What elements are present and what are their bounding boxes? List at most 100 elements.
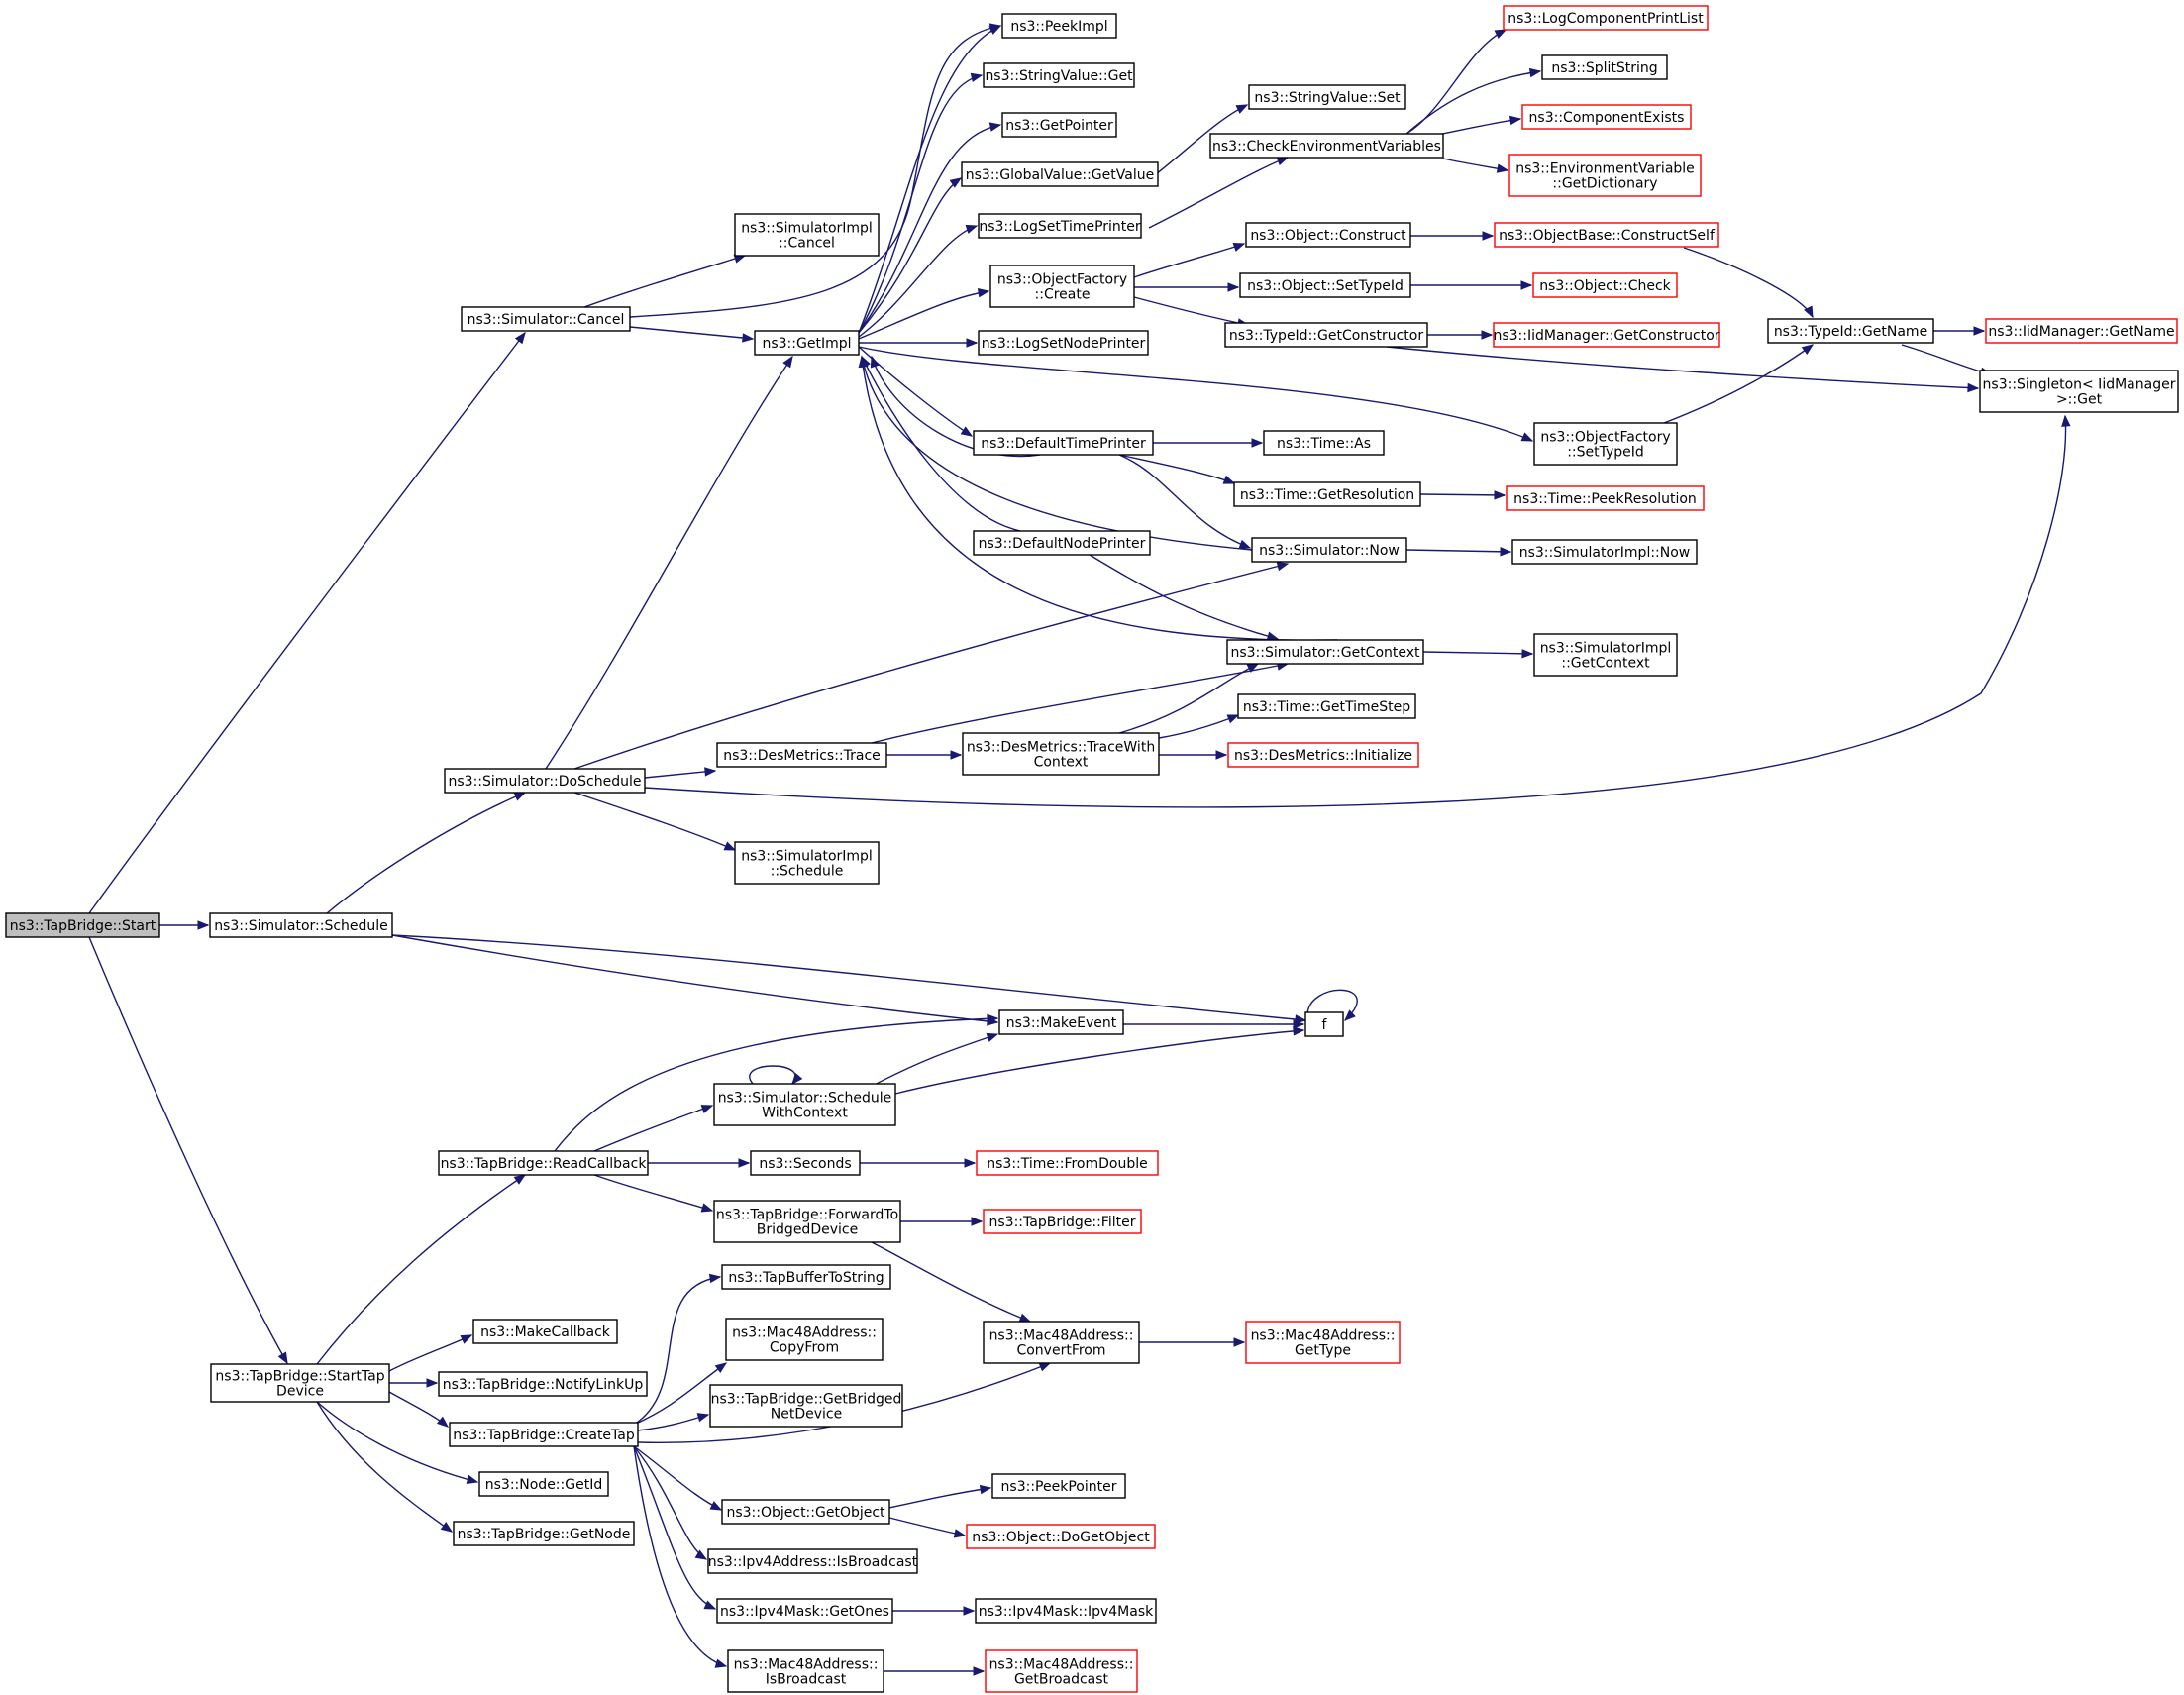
node-deftimeprinter[interactable]: ns3::DefaultTimePrinter xyxy=(973,430,1154,456)
node-typeid-getname[interactable]: ns3::TypeId::GetName xyxy=(1767,318,1934,344)
node-envvar-getdict[interactable]: ns3::EnvironmentVariable::GetDictionary xyxy=(1508,154,1702,197)
node-objbase-cself[interactable]: ns3::ObjectBase::ConstructSelf xyxy=(1494,222,1719,248)
node-label: ns3::MakeEvent xyxy=(1006,1015,1117,1031)
node-box xyxy=(721,1499,890,1525)
node-simimpl-getctx[interactable]: ns3::SimulatorImpl::GetContext xyxy=(1533,633,1678,677)
node-iid-getctor[interactable]: ns3::IidManager::GetConstructor xyxy=(1493,322,1720,348)
node-label: >::Get xyxy=(2056,392,2103,408)
edge-to-tb_getnode xyxy=(316,1401,453,1533)
node-time-getres[interactable]: ns3::Time::GetResolution xyxy=(1233,481,1421,507)
node-ipv4mask-ones[interactable]: ns3::Ipv4Mask::GetOnes xyxy=(716,1598,893,1624)
node-seconds[interactable]: ns3::Seconds xyxy=(750,1150,861,1176)
node-makeevent[interactable]: ns3::MakeEvent xyxy=(998,1009,1124,1035)
node-obj-settypeid[interactable]: ns3::Object::SetTypeId xyxy=(1239,272,1411,298)
node-getpointer[interactable]: ns3::GetPointer xyxy=(1001,112,1117,138)
node-logsettime[interactable]: ns3::LogSetTimePrinter xyxy=(978,213,1142,239)
node-objfac-create[interactable]: ns3::ObjectFactory::Create xyxy=(989,265,1135,308)
node-strval-set[interactable]: ns3::StringValue::Set xyxy=(1248,84,1406,110)
node-mac-isbcast[interactable]: ns3::Mac48Address::IsBroadcast xyxy=(727,1649,884,1693)
node-sim-getctx[interactable]: ns3::Simulator::GetContext xyxy=(1226,639,1424,665)
node-label: ns3::SplitString xyxy=(1551,60,1657,76)
node-time-fromdbl[interactable]: ns3::Time::FromDouble xyxy=(976,1150,1159,1176)
node-time-as[interactable]: ns3::Time::As xyxy=(1263,430,1385,456)
node-peekpointer[interactable]: ns3::PeekPointer xyxy=(991,1473,1126,1499)
node-mac-convfrom[interactable]: ns3::Mac48Address::ConvertFrom xyxy=(983,1321,1140,1364)
node-tb-start[interactable]: ns3::TapBridge::Start xyxy=(5,912,160,938)
node-time-getstep[interactable]: ns3::Time::GetTimeStep xyxy=(1237,693,1416,719)
node-label: ns3::Seconds xyxy=(759,1156,851,1172)
node-globalval-get[interactable]: ns3::GlobalValue::GetValue xyxy=(961,161,1159,187)
node-sim-cancel[interactable]: ns3::Simulator::Cancel xyxy=(461,306,631,332)
node-label: ns3::SimulatorImpl::Now xyxy=(1519,545,1691,561)
arrowhead-to-sim_now xyxy=(1276,562,1290,572)
node-sim-now[interactable]: ns3::Simulator::Now xyxy=(1251,537,1407,563)
node-label: ns3::CheckEnvironmentVariables xyxy=(1212,139,1441,155)
edge-to-getimpl xyxy=(861,356,1021,532)
node-time-peekres[interactable]: ns3::Time::PeekResolution xyxy=(1506,485,1705,511)
node-iid-getname[interactable]: ns3::IidManager::GetName xyxy=(1985,318,2178,344)
node-tb-getnode[interactable]: ns3::TapBridge::GetNode xyxy=(453,1521,635,1546)
node-mac-copyfrom[interactable]: ns3::Mac48Address::CopyFrom xyxy=(725,1318,884,1361)
node-box xyxy=(998,1009,1124,1035)
node-tb-filter[interactable]: ns3::TapBridge::Filter xyxy=(983,1209,1142,1234)
node-simimpl-sched[interactable]: ns3::SimulatorImpl::Schedule xyxy=(734,841,880,885)
node-objfac-settypeid[interactable]: ns3::ObjectFactory::SetTypeId xyxy=(1533,422,1678,466)
node-checkenv[interactable]: ns3::CheckEnvironmentVariables xyxy=(1209,133,1444,159)
node-ipv4mask-ctor[interactable]: ns3::Ipv4Mask::Ipv4Mask xyxy=(975,1598,1157,1624)
node-tapbuf-str[interactable]: ns3::TapBufferToString xyxy=(721,1264,891,1290)
node-obj-getobj[interactable]: ns3::Object::GetObject xyxy=(721,1499,890,1525)
node-singleton-get[interactable]: ns3::Singleton< IidManager >::Get xyxy=(1979,370,2179,413)
node-strval-get[interactable]: ns3::StringValue::Get xyxy=(983,62,1135,88)
node-sim-schedule[interactable]: ns3::Simulator::Schedule xyxy=(209,912,393,938)
node-mac-gettype[interactable]: ns3::Mac48Address::GetType xyxy=(1245,1321,1401,1364)
node-notifylinkup[interactable]: ns3::TapBridge::NotifyLinkUp xyxy=(438,1371,648,1397)
node-typeid-getctor[interactable]: ns3::TypeId::GetConstructor xyxy=(1224,322,1428,348)
node-mac-getbcast[interactable]: ns3::Mac48Address::GetBroadcast xyxy=(985,1649,1138,1693)
arrowhead-to-envvar_getdict xyxy=(1496,163,1509,173)
arrowhead-to-time_fromdbl xyxy=(964,1158,977,1168)
node-box xyxy=(754,330,860,356)
node-makecallback[interactable]: ns3::MakeCallback xyxy=(472,1319,618,1344)
node-label: ::SetTypeId xyxy=(1567,445,1644,461)
node-simimpl-now[interactable]: ns3::SimulatorImpl::Now xyxy=(1511,539,1698,565)
arrowhead-to-time_getstep xyxy=(1226,714,1240,724)
node-obj-construct[interactable]: ns3::Object::Construct xyxy=(1245,222,1411,248)
node-obj-check[interactable]: ns3::Object::Check xyxy=(1532,272,1678,298)
node-obj-dogetobj[interactable]: ns3::Object::DoGetObject xyxy=(966,1524,1156,1549)
node-compexists[interactable]: ns3::ComponentExists xyxy=(1521,104,1692,130)
node-box xyxy=(1263,430,1385,456)
node-simimpl-cancel[interactable]: ns3::SimulatorImpl::Cancel xyxy=(734,213,880,257)
node-logsetnode[interactable]: ns3::LogSetNodePrinter xyxy=(978,330,1149,356)
node-label: ns3::Time::GetTimeStep xyxy=(1243,699,1410,715)
node-splitstring[interactable]: ns3::SplitString xyxy=(1541,54,1668,80)
arrowhead-to-obj_settypeid xyxy=(1227,282,1240,292)
node-createtap[interactable]: ns3::TapBridge::CreateTap xyxy=(449,1422,639,1447)
node-label: ns3::DesMetrics::Initialize xyxy=(1234,748,1412,764)
edge-to-sim_getctx xyxy=(1118,663,1259,734)
node-node-getid[interactable]: ns3::Node::GetId xyxy=(478,1471,609,1497)
arrowhead-to-getbridgednd xyxy=(696,1413,710,1423)
node-f[interactable]: f xyxy=(1304,1011,1344,1037)
node-defnodeprinter[interactable]: ns3::DefaultNodePrinter xyxy=(973,530,1151,556)
edge-to-obj_dogetobj xyxy=(888,1517,966,1536)
node-readcb[interactable]: ns3::TapBridge::ReadCallback xyxy=(438,1150,649,1176)
node-peekimpl[interactable]: ns3::PeekImpl xyxy=(1001,13,1117,39)
arrowhead-to-mac_copyfrom xyxy=(714,1362,728,1374)
node-ipv4-isbcast[interactable]: ns3::Ipv4Address::IsBroadcast xyxy=(707,1548,918,1574)
edge-to-mac_isbcast xyxy=(633,1445,727,1667)
node-desm-init[interactable]: ns3::DesMetrics::Initialize xyxy=(1227,742,1419,768)
node-desm-trace[interactable]: ns3::DesMetrics::Trace xyxy=(716,742,887,768)
node-label: ns3::Simulator::GetContext xyxy=(1230,645,1420,661)
arrowhead-to-start_tap xyxy=(277,1351,288,1365)
arrowhead-to-objfac_settypeid xyxy=(1520,432,1534,442)
edge-to-f xyxy=(1306,989,1358,1021)
node-logcomp-print[interactable]: ns3::LogComponentPrintList xyxy=(1503,5,1709,31)
arrowhead-to-sim_getctx xyxy=(1266,631,1280,641)
node-sim-dosched[interactable]: ns3::Simulator::DoSchedule xyxy=(444,768,646,794)
node-getimpl[interactable]: ns3::GetImpl xyxy=(754,330,860,356)
